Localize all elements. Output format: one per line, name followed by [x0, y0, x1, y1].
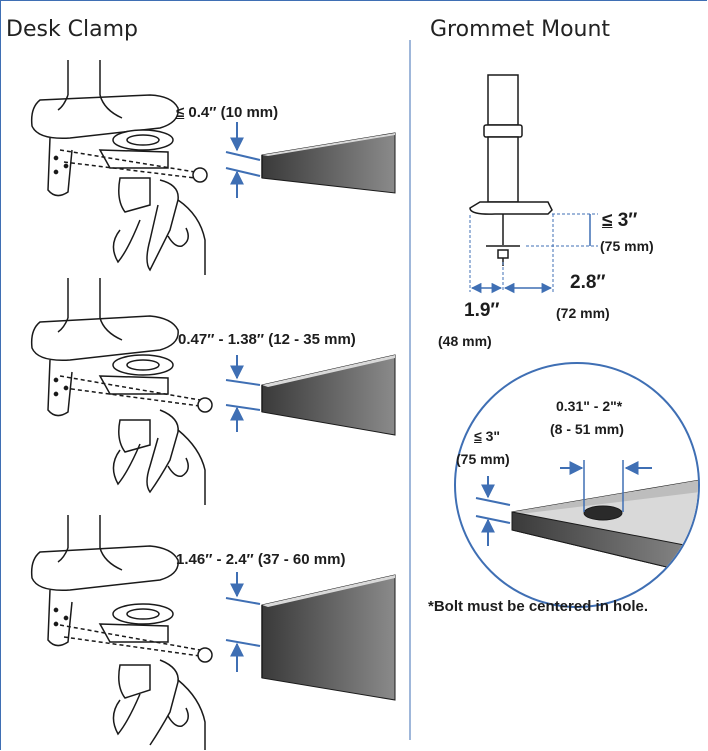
hole-thickness-value: ≤ 3"	[474, 428, 500, 444]
desk-slab-1	[261, 132, 396, 194]
grommet-thickness-value: ≤ 3″	[602, 210, 637, 232]
clamp-range-1-value: 0.4″ (10 mm)	[184, 104, 279, 121]
desk-clamp-title: Desk Clamp	[6, 17, 139, 42]
grommet-post-illustration	[469, 74, 553, 266]
clamp-range-label-1: ≤ 0.4″ (10 mm)	[176, 104, 278, 121]
clamp-2-dimension	[225, 355, 261, 432]
grommet-front-depth-value: 1.9″	[464, 300, 500, 321]
grommet-thickness-prefix: ≤	[602, 210, 613, 231]
grommet-front-depth-metric: (48 mm)	[438, 333, 492, 349]
bolt-centered-footnote: *Bolt must be centered in hole.	[428, 598, 649, 615]
desk-slab-2	[261, 354, 396, 436]
clamp-3-dimension	[225, 572, 261, 672]
clamp-range-label-2: 0.47″ - 1.38″ (12 - 35 mm)	[178, 331, 356, 348]
grommet-thickness-number: 3″	[612, 210, 638, 231]
desk-slab-3	[261, 574, 396, 701]
clamp-illustration-3	[30, 515, 213, 750]
hole-thickness-prefix: ≤	[474, 428, 482, 444]
clamp-range-3-value: 1.46″ - 2.4″ (37 - 60 mm)	[176, 551, 346, 568]
clamp-range-label-3: 1.46″ - 2.4″ (37 - 60 mm)	[176, 551, 345, 568]
clamp-illustration-1	[30, 60, 208, 275]
clamp-range-2-value: 0.47″ - 1.38″ (12 - 35 mm)	[178, 331, 356, 348]
grommet-back-depth-value: 2.8″	[570, 272, 606, 293]
clamp-range-1-prefix: ≤	[176, 104, 185, 121]
grommet-mount-title: Grommet Mount	[430, 17, 611, 42]
grommet-thickness-metric: (75 mm)	[600, 238, 654, 254]
clamp-1-dimension	[225, 122, 261, 198]
hole-thickness-number: 3"	[481, 428, 501, 444]
hole-diameter-metric: (8 - 51 mm)	[550, 421, 624, 437]
grommet-dimension-lines	[469, 213, 598, 294]
grommet-hole-detail	[454, 362, 700, 608]
clamp-illustration-2	[30, 278, 213, 505]
hole-diameter-value: 0.31" - 2"*	[556, 398, 623, 414]
grommet-back-depth-metric: (72 mm)	[556, 305, 610, 321]
hole-thickness-metric: (75 mm)	[456, 451, 510, 467]
hole-dimension	[475, 460, 652, 546]
